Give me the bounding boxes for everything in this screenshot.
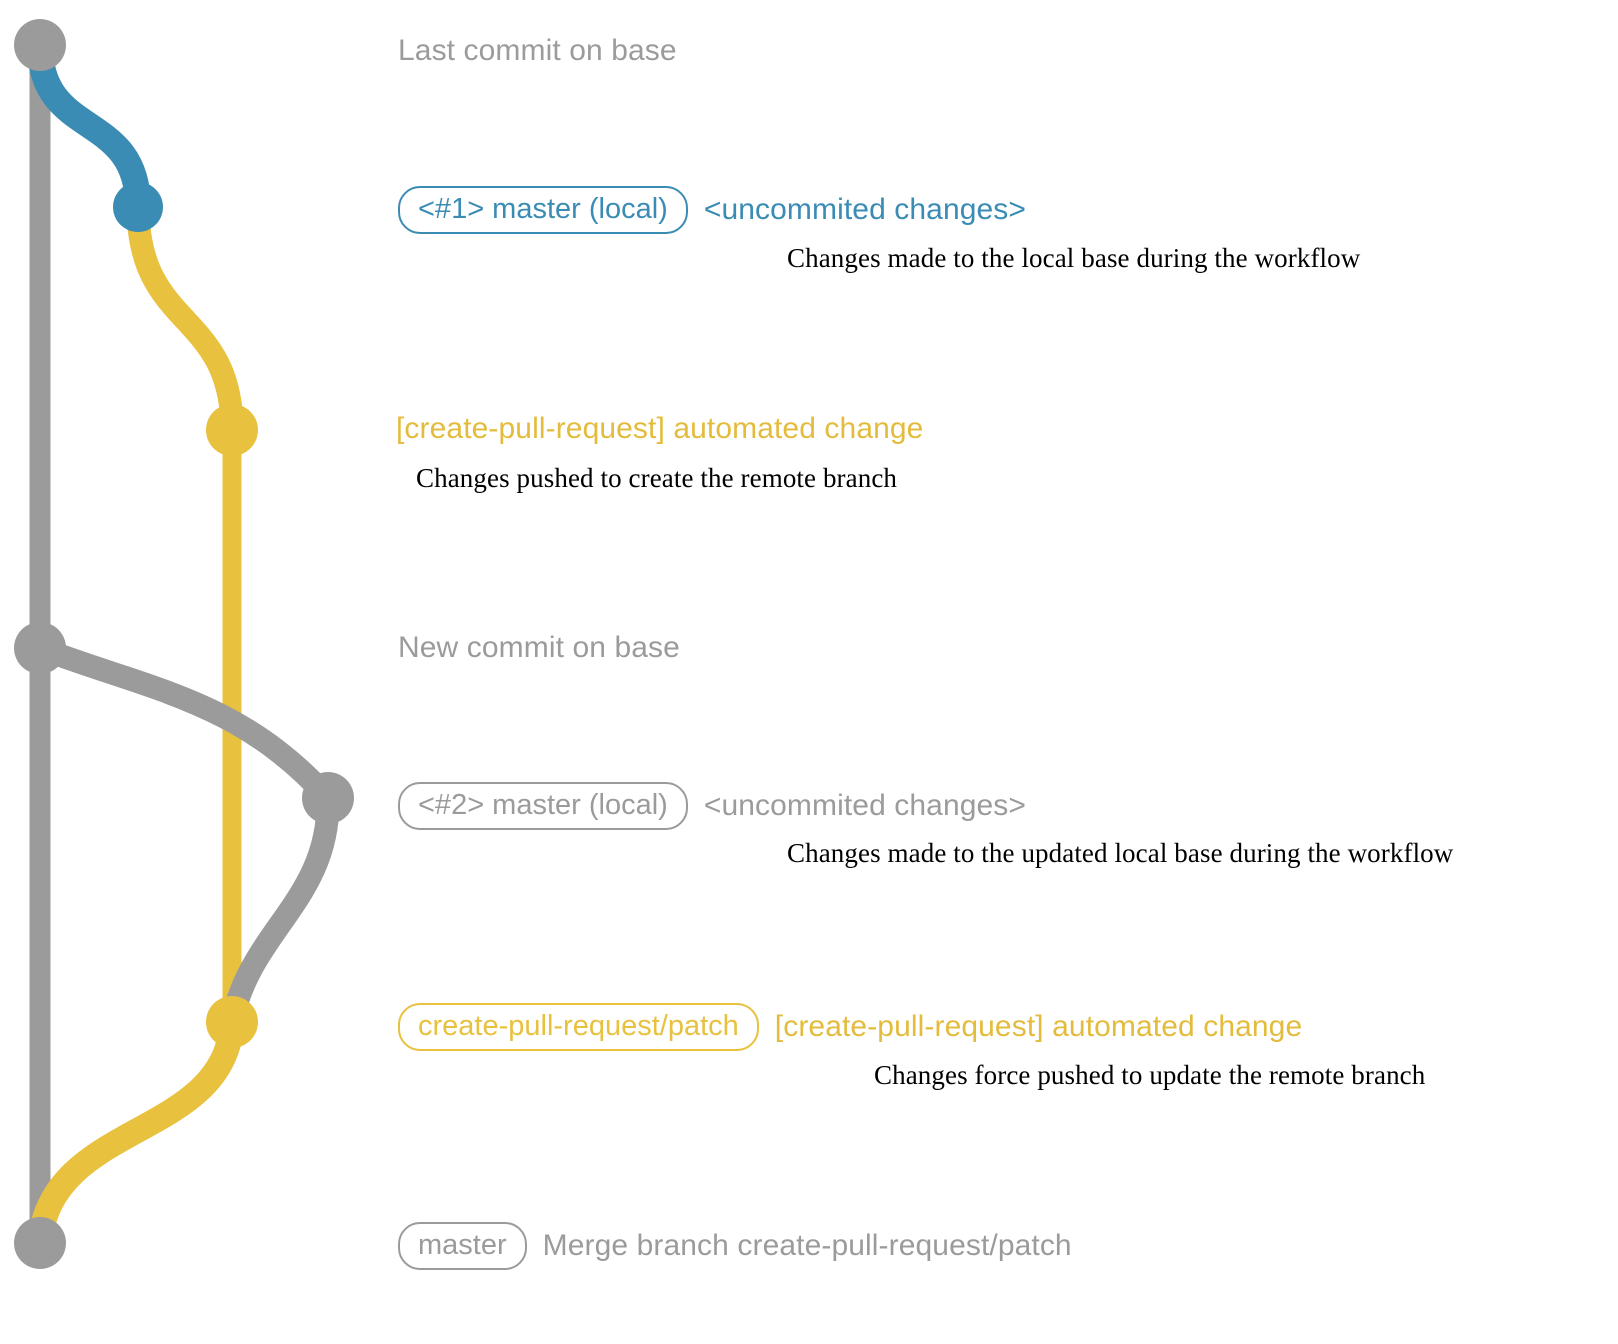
node-merge-commit-master[interactable] xyxy=(14,1217,66,1269)
automated-change-2-description: Changes force pushed to update the remot… xyxy=(874,1060,1426,1090)
local-master-1-headline: <uncommited changes> xyxy=(703,193,1027,227)
merge-commit-headline: Merge branch create-pull-request/patch xyxy=(542,1229,1072,1263)
edge-local-2-to-patch-2 xyxy=(220,786,340,1034)
node-automated-change-2[interactable] xyxy=(206,996,258,1048)
node-local-master-1[interactable] xyxy=(113,182,163,232)
row-merge-commit-master: master Merge branch create-pull-request/… xyxy=(398,1222,1072,1271)
row-local-master-1: <#1> master (local) <uncommited changes> xyxy=(398,186,1027,235)
last-commit-headline: Last commit on base xyxy=(398,34,677,67)
branch-pill-local-master-2-label: <#2> master (local) xyxy=(418,789,668,821)
node-new-commit-on-base[interactable] xyxy=(14,622,66,674)
automated-change-1-headline: [create-pull-request] automated change xyxy=(396,412,924,445)
branch-pill-local-master-1[interactable]: <#1> master (local) xyxy=(398,186,688,235)
node-automated-change-1[interactable] xyxy=(206,404,258,456)
branch-pill-local-master-1-label: <#1> master (local) xyxy=(418,193,668,225)
automated-change-1-description: Changes pushed to create the remote bran… xyxy=(416,463,898,493)
branch-pill-master[interactable]: master xyxy=(398,1222,527,1271)
local-master-1-description: Changes made to the local base during th… xyxy=(787,243,1361,273)
row-new-commit-on-base: New commit on base xyxy=(398,631,680,665)
branch-pill-local-master-2[interactable]: <#2> master (local) xyxy=(398,782,688,831)
local-master-2-headline: <uncommited changes> xyxy=(703,789,1027,823)
row-automated-change-2: create-pull-request/patch [create-pull-r… xyxy=(398,1003,1303,1052)
node-local-master-2[interactable] xyxy=(302,772,354,824)
edge-patch-2-to-merge xyxy=(27,1009,245,1256)
local-master-2-description: Changes made to the updated local base d… xyxy=(787,838,1454,868)
row-local-master-2: <#2> master (local) <uncommited changes> xyxy=(398,782,1027,831)
row-automated-change-1: [create-pull-request] automated change xyxy=(396,412,923,446)
edge-base-to-local-2 xyxy=(28,636,340,810)
branch-pill-create-pull-request-patch-label: create-pull-request/patch xyxy=(418,1010,739,1042)
new-commit-headline: New commit on base xyxy=(398,631,680,664)
branch-pill-master-label: master xyxy=(418,1229,507,1261)
branch-pill-create-pull-request-patch[interactable]: create-pull-request/patch xyxy=(398,1003,759,1052)
edge-base-to-local-1 xyxy=(27,32,151,220)
automated-change-2-headline: [create-pull-request] automated change xyxy=(774,1010,1303,1044)
row-last-commit-on-base: Last commit on base xyxy=(398,34,677,68)
node-last-commit-on-base[interactable] xyxy=(14,19,66,71)
edge-local-1-to-patch-1 xyxy=(126,195,244,442)
